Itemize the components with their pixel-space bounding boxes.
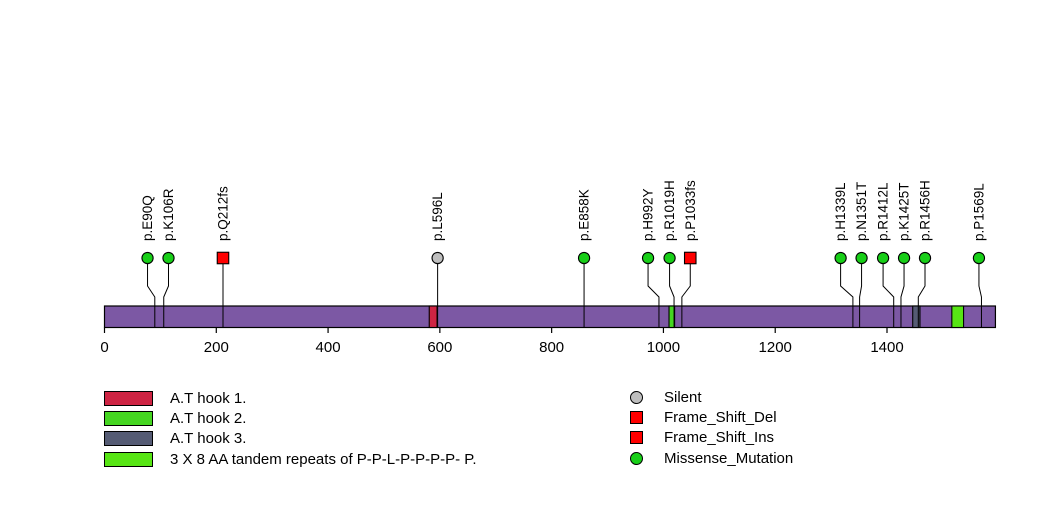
circle-marker-icon (630, 451, 643, 465)
mutation-marker (972, 251, 986, 265)
axis-tick-label: 800 (539, 339, 564, 356)
legend-domain-row: A.T hook 1. (104, 388, 477, 408)
mutation-label: p.Q212fs (215, 186, 230, 241)
mutation-type-legend-label: Missense_Mutation (664, 449, 794, 467)
domain-legend-label: A.T hook 2. (170, 410, 247, 428)
mutation-label: p.R1456H (918, 180, 933, 241)
mutation-stem (647, 263, 660, 327)
domain-segment (428, 305, 438, 329)
legend-mutation-type-row: Frame_Shift_Ins (629, 428, 793, 448)
mutation-stem (978, 263, 982, 327)
mutation-label: p.R1412L (876, 182, 891, 241)
mutation-stem (859, 263, 863, 327)
mutation-label: p.H1339L (833, 182, 848, 241)
mutation-label: p.E90Q (140, 195, 155, 241)
mutation-marker (834, 251, 847, 265)
mutation-stem (900, 263, 905, 327)
mutation-marker (897, 251, 911, 265)
mutation-marker (216, 251, 230, 265)
mutation-stem (163, 263, 169, 327)
mutation-label: p.H992Y (641, 188, 656, 241)
mutation-marker (876, 251, 890, 265)
domain-segment (951, 305, 965, 329)
mutation-marker (918, 251, 932, 265)
mutation-label: p.E858K (577, 189, 592, 241)
mutation-stem (147, 263, 156, 327)
mutation-label: p.N1351T (854, 182, 869, 241)
mutation-marker (641, 251, 655, 265)
axis-tick-label: 1400 (870, 339, 903, 356)
domain-color-swatch (104, 451, 153, 467)
domain-legend: A.T hook 1. A.T hook 2. A.T hook 3. 3 X 8 A… (104, 388, 477, 470)
mutation-type-legend-label: Frame_Shift_Ins (664, 429, 775, 447)
mutation-stem (882, 263, 895, 327)
square-marker-icon (630, 411, 643, 425)
mutation-stem (681, 263, 691, 327)
mutation-stem (917, 263, 926, 327)
legend-domain-row: A.T hook 2. (104, 408, 477, 428)
legend-mutation-type-row: Missense_Mutation (629, 448, 793, 468)
mutation-type-legend-label: Frame_Shift_Del (664, 409, 777, 427)
circle-marker-icon (630, 390, 643, 404)
mutation-marker (855, 251, 868, 265)
domain-color-swatch (104, 390, 153, 406)
legend-mutation-type-row: Frame_Shift_Del (629, 407, 793, 427)
mutation-label: p.K1425T (897, 182, 912, 241)
domain-legend-label: A.T hook 1. (170, 389, 247, 407)
mutation-label: p.P1033fs (683, 180, 698, 241)
axis-tick-label: 1000 (647, 339, 680, 356)
mutation-marker (162, 251, 175, 265)
mutation-marker (431, 251, 444, 265)
domain-segment (912, 305, 921, 329)
domain-legend-label: 3 X 8 AA tandem repeats of P-P-L-P-P-P-P… (170, 450, 477, 468)
mutation-marker (141, 251, 154, 265)
mutation-label: p.R1019H (662, 180, 677, 241)
mutation-marker (663, 251, 676, 265)
protein-backbone (103, 305, 997, 329)
axis-tick-label: 0 (100, 339, 108, 356)
mutation-label: p.K106R (161, 188, 176, 241)
domain-color-swatch (104, 431, 153, 447)
domain-segment (668, 305, 676, 329)
mutation-type-legend-label: Silent (664, 388, 702, 406)
mutation-label: p.L596L (430, 192, 445, 241)
mutation-marker (577, 251, 591, 265)
axis-tick-label: 200 (204, 339, 229, 356)
lollipop-plot: 0 200 400 600 800 1000 1200 1400 p.E90Q p.K106R p.… (100, 180, 997, 356)
legend-mutation-type-row: Silent (629, 387, 793, 407)
mutation-stem (840, 263, 854, 327)
square-marker-icon (630, 431, 643, 445)
mutation-stem (669, 263, 675, 327)
mutation-label: p.P1569L (971, 183, 986, 241)
legend-domain-row: 3 X 8 AA tandem repeats of P-P-L-P-P-P-P… (104, 449, 477, 469)
domain-legend-label: A.T hook 3. (170, 430, 247, 448)
mutation-marker (683, 251, 697, 265)
axis-tick-label: 600 (427, 339, 452, 356)
domain-color-swatch (104, 411, 153, 427)
axis-tick-label: 1200 (759, 339, 792, 356)
legend-domain-row: A.T hook 3. (104, 429, 477, 449)
axis-tick-label: 400 (316, 339, 341, 356)
